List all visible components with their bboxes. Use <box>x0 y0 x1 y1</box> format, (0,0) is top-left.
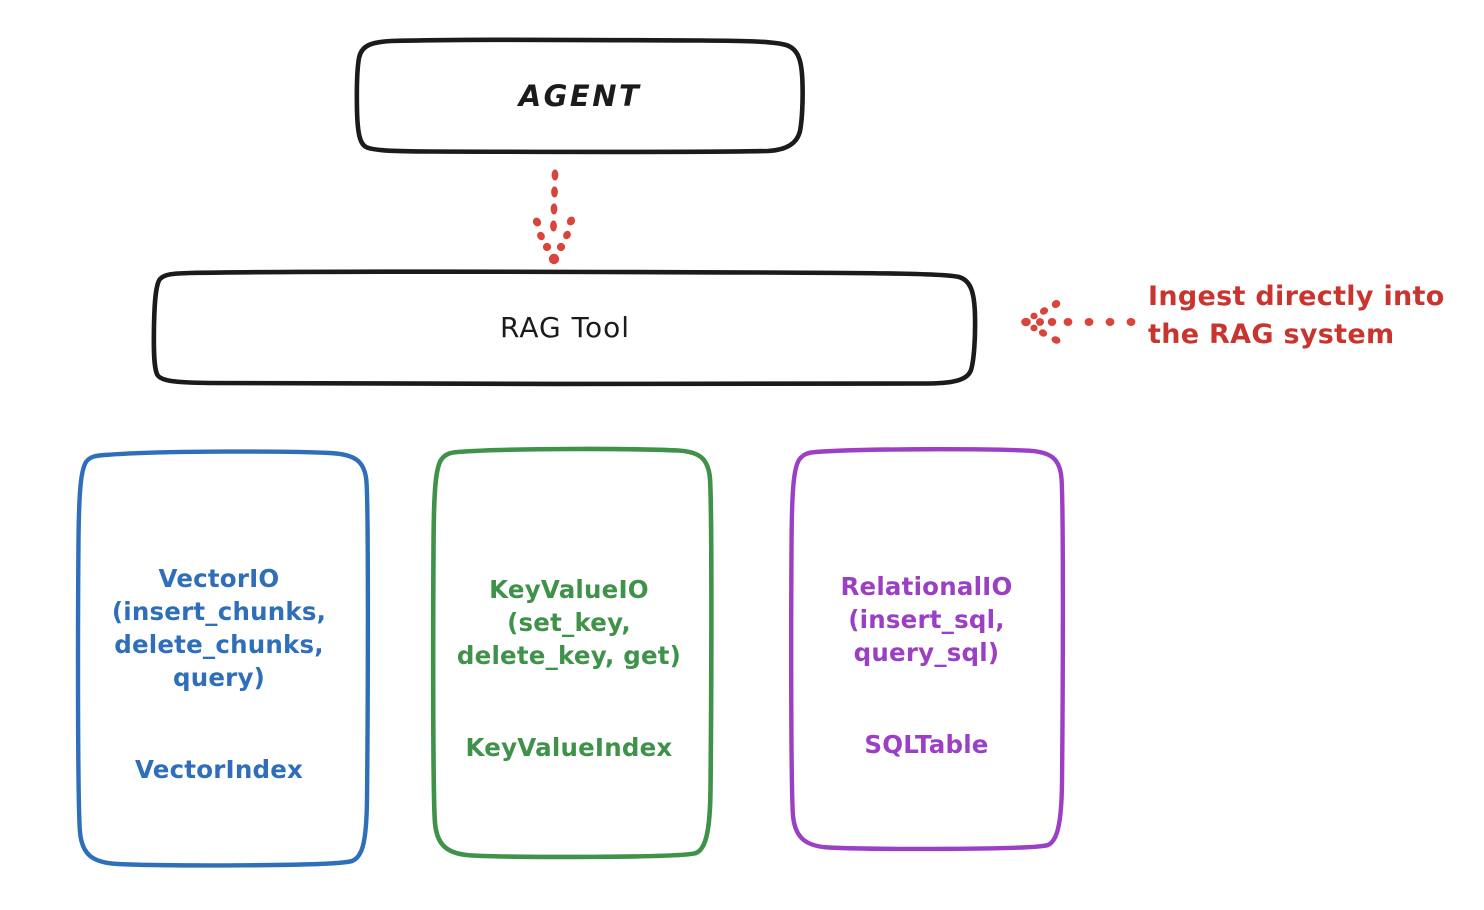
vector-store-label: VectorIO (insert_chunks, delete_chunks, … <box>70 450 368 865</box>
spacer <box>840 669 1012 695</box>
vector-store-api-label: VectorIO (insert_chunks, delete_chunks, … <box>111 563 327 693</box>
keyvalue-store-index-label: KeyValueIndex <box>465 733 673 763</box>
relational-store-label: RelationalIO (insert_sql, query_sql) SQL… <box>788 448 1065 850</box>
relational-store-index-label: SQLTable <box>864 730 989 760</box>
keyvalue-store-api-label: KeyValueIO (set_key, delete_key, get) <box>456 574 682 670</box>
ingest-dotted-arrow <box>1021 300 1136 344</box>
agent-label: AGENT <box>518 78 642 113</box>
spacer <box>457 672 681 698</box>
ingest-annotation-text: Ingest directly into the RAG system <box>1148 281 1445 351</box>
keyvalue-store-label: KeyValueIO (set_key, delete_key, get) Ke… <box>428 448 710 856</box>
vector-store-index-label: VectorIndex <box>134 755 304 785</box>
relational-store-api-label: RelationalIO (insert_sql, query_sql) <box>840 571 1013 667</box>
rag-tool-label: RAG Tool <box>500 310 630 344</box>
spacer <box>112 694 326 720</box>
agent-to-rag-dotted-arrow <box>532 169 576 265</box>
